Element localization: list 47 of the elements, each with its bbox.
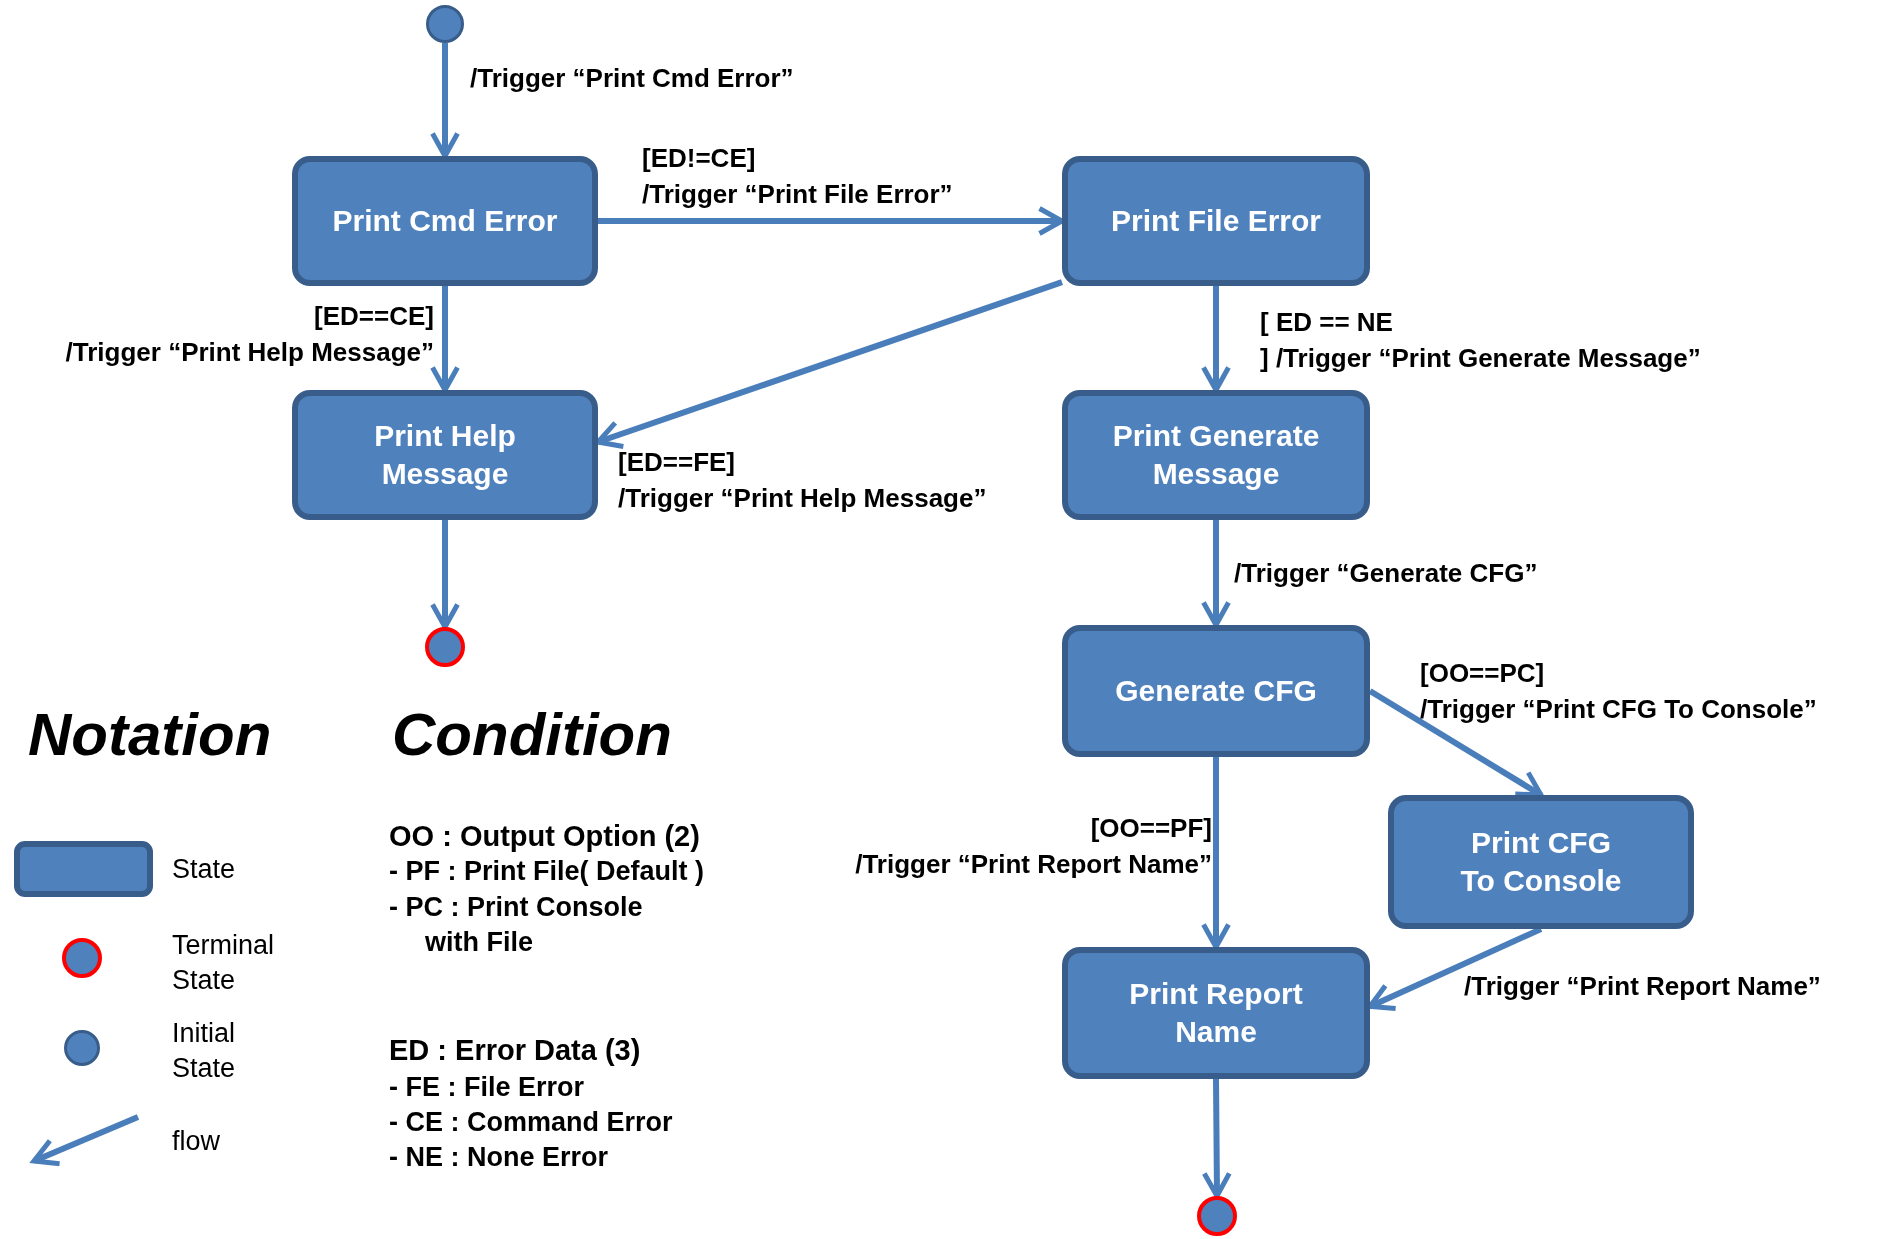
terminal-state [425, 627, 465, 667]
state-box [1388, 795, 1694, 929]
section-heading: Notation [28, 700, 273, 770]
state-name: Print Cmd Error [332, 203, 558, 239]
condition-text: ED : Error Data (3) [389, 1033, 642, 1068]
flow-arrow [430, 43, 460, 159]
condition-text: - PF : Print File( Default ) [389, 855, 705, 888]
edge-label: [OO==PC] /Trigger “Print CFG To Console” [1420, 657, 1818, 726]
state-box [1062, 390, 1370, 520]
state-name: Print Report Name [1128, 976, 1304, 1050]
condition-text: - CE : Command Error [389, 1106, 674, 1139]
edge-label: [ ED == NE ] /Trigger “Print Generate Message” [1260, 306, 1702, 375]
edge-label: /Trigger “Print Report Name” [1464, 970, 1822, 1003]
condition-text: OO : Output Option (2) [389, 819, 701, 854]
state-name: Print CFG To Console [1459, 825, 1623, 899]
flow-arrow [1201, 1078, 1232, 1199]
edge-label: [OO==PF] /Trigger “Print Report Name” [854, 812, 1212, 881]
flow-arrow [1368, 688, 1544, 798]
edge-label: [ED==FE] /Trigger “Print Help Message” [618, 446, 988, 515]
edge-label: /Trigger “Generate CFG” [1234, 557, 1539, 590]
state-name: Print Help Message [373, 418, 517, 492]
flow-arrow [1201, 520, 1231, 628]
state-name: Print Generate Message [1111, 418, 1321, 492]
terminal-state [1197, 1196, 1237, 1236]
initial-state [426, 5, 464, 43]
state-name: Generate CFG [1115, 673, 1317, 709]
flow-arrow [1201, 757, 1231, 950]
flow-arrow [430, 286, 460, 393]
legend-text: Terminal State [172, 929, 276, 997]
state-box [1062, 947, 1370, 1079]
section-heading: Condition [392, 700, 673, 770]
edge-label: [ED!=CE] /Trigger “Print File Error” [642, 142, 954, 211]
legend-text: flow [172, 1125, 221, 1158]
flow-arrow [1201, 286, 1231, 393]
state-box [292, 390, 598, 520]
state-name: Print File Error [1110, 203, 1321, 239]
state-box [1062, 625, 1370, 757]
edge-label: [ED==CE] /Trigger “Print Help Message” [64, 300, 434, 369]
legend-text: Initial State [172, 1017, 237, 1085]
state-box [1062, 156, 1370, 286]
condition-text: - NE : None Error [389, 1141, 610, 1174]
edge-label: /Trigger “Print Cmd Error” [470, 62, 795, 95]
condition-text: - PC : Print Console with File [389, 891, 644, 959]
state-box [292, 156, 598, 286]
flow-arrow [430, 520, 460, 630]
legend-text: State [172, 853, 237, 886]
condition-text: - FE : File Error [389, 1071, 586, 1104]
